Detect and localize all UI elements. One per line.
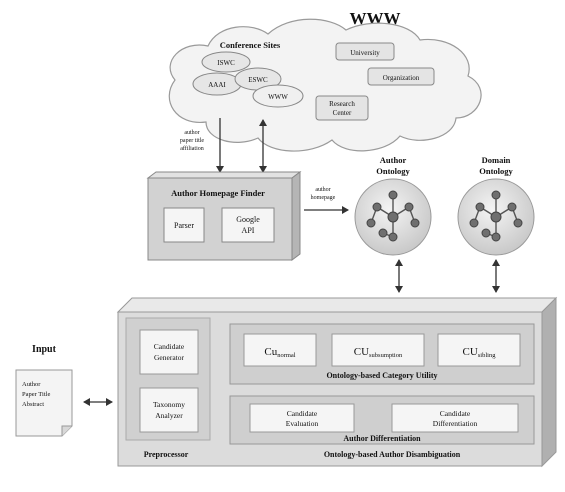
input-paper-title: Paper Title bbox=[22, 391, 50, 398]
google-api-box bbox=[221, 207, 275, 243]
domain-ontology-node bbox=[475, 202, 485, 212]
candidate-differentiation-label-1: Candidate bbox=[440, 409, 471, 418]
author-ontology-node bbox=[366, 218, 376, 228]
api-label: API bbox=[242, 226, 255, 235]
input-abstract: Abstract bbox=[22, 401, 44, 408]
domain-ontology-title-2: Ontology bbox=[479, 166, 513, 176]
author-ontology-node bbox=[372, 202, 382, 212]
cu-subsumption-sub: subsumption bbox=[369, 352, 403, 359]
domain-ontology-node bbox=[491, 232, 501, 242]
candidate-differentiation-label-2: Differentiation bbox=[433, 419, 478, 428]
author-ontology-node bbox=[378, 228, 388, 238]
cu-normal: Cunormal bbox=[264, 346, 295, 359]
cu-normal-box bbox=[243, 333, 317, 367]
arrow-label-author-2: author bbox=[315, 187, 330, 193]
system-label: Ontology-based Author Disambiguation bbox=[324, 450, 461, 459]
domain-ontology bbox=[457, 178, 535, 256]
cu-subsumption-base: CU bbox=[354, 346, 369, 358]
site-iswc-label: ISWC bbox=[217, 59, 235, 67]
domain-ontology-node bbox=[490, 211, 502, 223]
cu-sibling-box bbox=[437, 333, 521, 367]
author-ontology-node bbox=[388, 190, 398, 200]
finder-title: Author Homepage Finder bbox=[171, 188, 265, 198]
preprocessor-panel: Candidate Generator Taxonomy Analyzer bbox=[125, 317, 211, 441]
parser-label: Parser bbox=[174, 221, 194, 230]
domain-ontology-node bbox=[491, 190, 501, 200]
source-organization-label: Organization bbox=[383, 74, 420, 82]
site-www: WWW bbox=[252, 84, 304, 108]
site-eswc-label: ESWC bbox=[248, 76, 268, 84]
author-ontology-title-1: Author bbox=[380, 155, 407, 165]
domain-ontology-node bbox=[469, 218, 479, 228]
www-cloud bbox=[168, 18, 482, 152]
cu-sibling-sub: sibling bbox=[478, 352, 496, 359]
taxonomy-analyzer-label-1: Taxonomy bbox=[153, 400, 185, 409]
source-university-label: University bbox=[350, 49, 380, 57]
domain-ontology-node bbox=[513, 218, 523, 228]
candidate-generator-box bbox=[139, 329, 199, 375]
cu-subsumption-box bbox=[331, 333, 425, 367]
parser-box bbox=[163, 207, 205, 243]
author-ontology-node bbox=[387, 211, 399, 223]
site-www-label: WWW bbox=[268, 93, 288, 101]
author-homepage-finder: Author Homepage Finder Parser Google API bbox=[146, 171, 302, 261]
site-aaai-label: AAAI bbox=[208, 81, 226, 89]
candidate-generator-label-1: Candidate bbox=[154, 342, 185, 351]
arrow-label-author: author bbox=[184, 130, 199, 136]
author-differentiation-label: Author Differentiation bbox=[343, 434, 421, 443]
author-differentiation-panel: Candidate Evaluation Candidate Different… bbox=[229, 395, 535, 445]
source-research-center: Research Center bbox=[315, 95, 369, 121]
domain-ontology-node bbox=[481, 228, 491, 238]
source-center-label: Center bbox=[333, 109, 352, 117]
arrow-label-affiliation: affiliation bbox=[180, 145, 204, 152]
site-iswc: ISWC bbox=[201, 51, 251, 73]
candidate-generator-label-2: Generator bbox=[154, 353, 184, 362]
candidate-evaluation-box bbox=[249, 403, 355, 433]
candidate-evaluation-label-1: Candidate bbox=[287, 409, 318, 418]
taxonomy-analyzer-box bbox=[139, 387, 199, 433]
site-aaai: AAAI bbox=[192, 72, 242, 96]
google-label: Google bbox=[236, 215, 260, 224]
author-ontology-node bbox=[388, 232, 398, 242]
cu-sibling-base: CU bbox=[463, 346, 478, 358]
arrow-label-homepage: homepage bbox=[311, 195, 336, 201]
cu-normal-base: Cu bbox=[264, 346, 277, 358]
cu-normal-sub: normal bbox=[277, 352, 296, 359]
cu-subsumption: CUsubsumption bbox=[354, 346, 403, 359]
candidate-differentiation-box bbox=[391, 403, 519, 433]
source-university: University bbox=[335, 42, 395, 61]
author-ontology bbox=[354, 178, 432, 256]
conference-sites-title: Conference Sites bbox=[220, 40, 281, 50]
category-utility-label: Ontology-based Category Utility bbox=[326, 371, 437, 380]
input-author: Author bbox=[22, 381, 41, 388]
category-utility-panel: Cunormal CUsubsumption CUsibling Ontolog… bbox=[229, 323, 535, 385]
input-document: Author Paper Title Abstract bbox=[15, 369, 73, 437]
preprocessor-label: Preprocessor bbox=[144, 450, 189, 459]
cu-sibling: CUsibling bbox=[463, 346, 497, 359]
author-ontology-node bbox=[404, 202, 414, 212]
source-research-label: Research bbox=[329, 100, 355, 108]
author-ontology-node bbox=[410, 218, 420, 228]
source-organization: Organization bbox=[367, 67, 435, 86]
input-label: Input bbox=[32, 344, 57, 355]
domain-ontology-title-1: Domain bbox=[482, 155, 511, 165]
arrow-label-paper-title: paper title bbox=[180, 138, 204, 144]
candidate-evaluation-label-2: Evaluation bbox=[286, 419, 319, 428]
domain-ontology-node bbox=[507, 202, 517, 212]
taxonomy-analyzer-label-2: Analyzer bbox=[155, 411, 183, 420]
author-ontology-title-2: Ontology bbox=[376, 166, 410, 176]
